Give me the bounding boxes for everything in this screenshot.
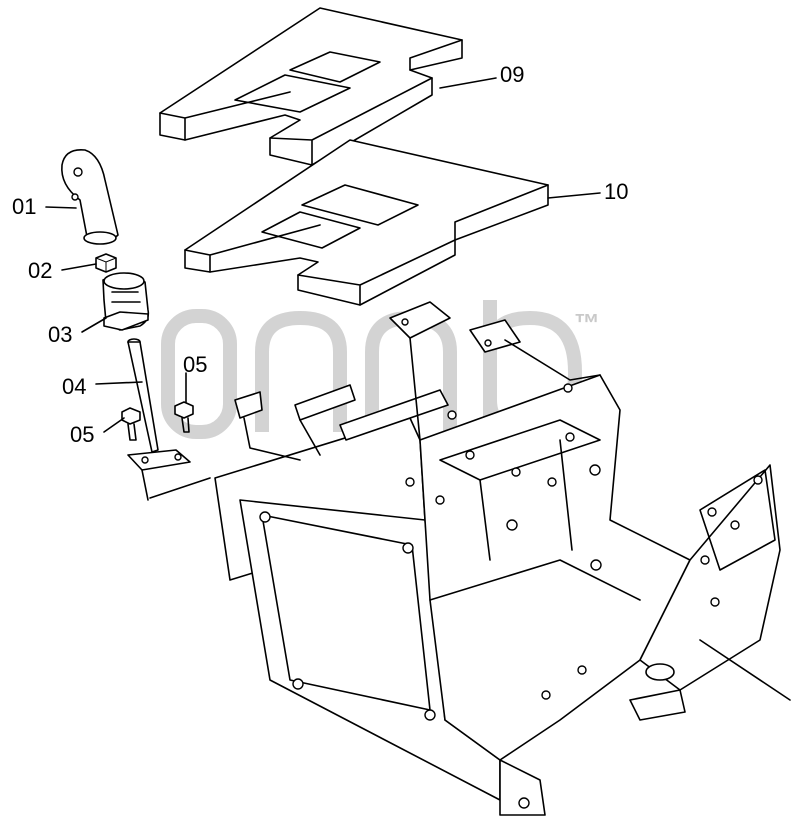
label-part-01: 01	[12, 194, 37, 219]
console-housing	[214, 301, 791, 816]
label-part-10: 10	[604, 179, 629, 204]
label-part-05-lower: 05	[70, 422, 95, 447]
label-part-09: 09	[500, 62, 525, 87]
part-09-pad	[159, 7, 463, 166]
part-01-knob	[61, 148, 119, 245]
part-02-nut	[95, 253, 117, 273]
leader-lines	[45, 77, 601, 433]
part-04-lever	[127, 338, 211, 501]
part-10-pad	[184, 139, 549, 306]
label-part-02: 02	[28, 258, 53, 283]
watermark-trademark: ™	[574, 308, 600, 338]
part-05-bolt-a	[121, 407, 141, 441]
label-part-04: 04	[62, 374, 87, 399]
part-03-adapter	[102, 272, 150, 331]
part-05-bolt-b	[174, 401, 194, 433]
label-part-03: 03	[48, 322, 73, 347]
label-part-05-upper: 05	[183, 352, 208, 377]
